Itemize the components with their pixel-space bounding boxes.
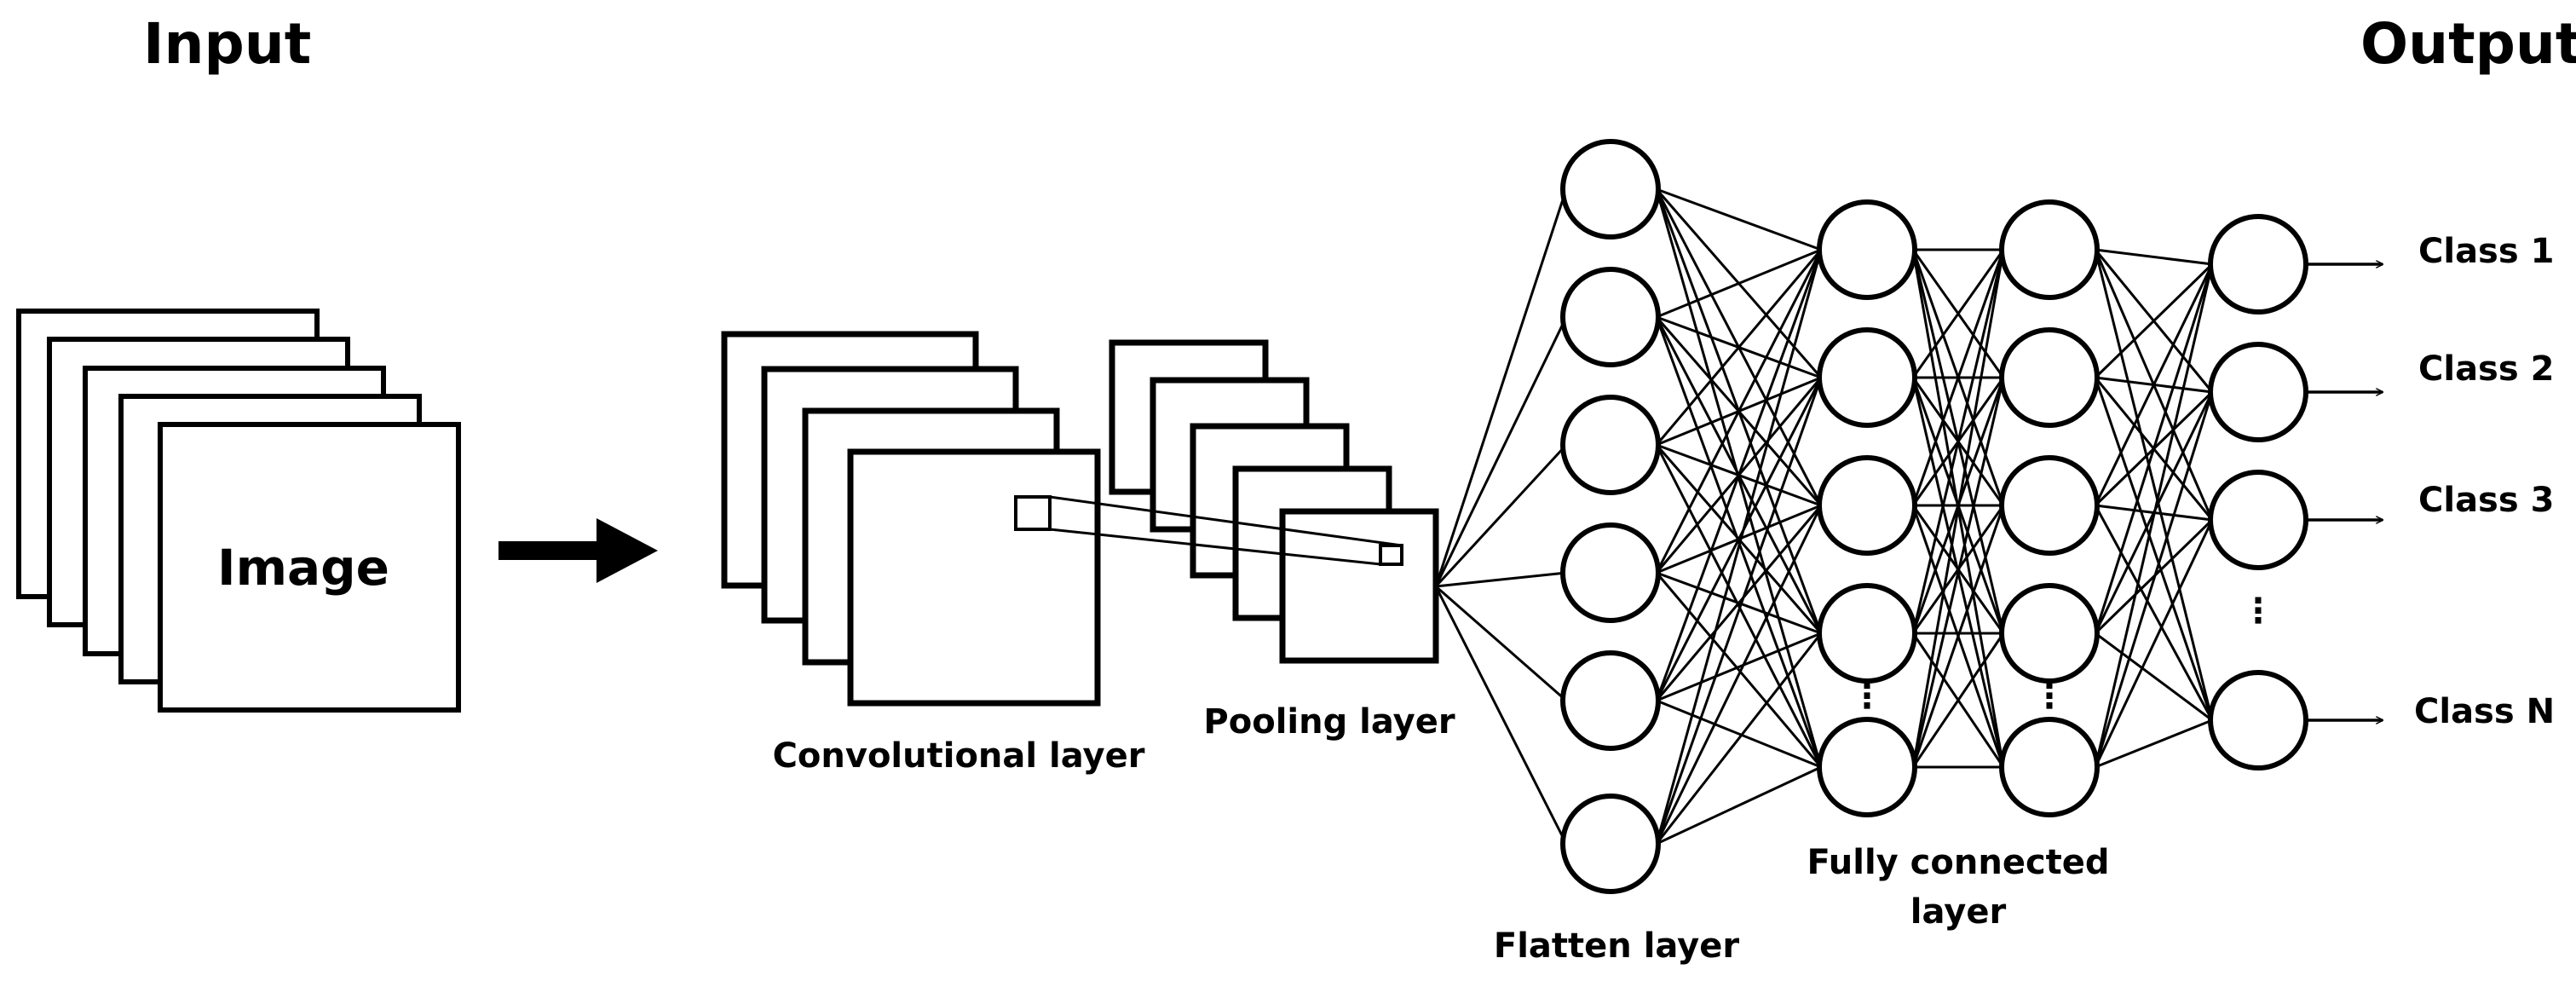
fc2-to-output-connection	[2094, 505, 2214, 721]
fc1-to-fc2-connection	[1911, 505, 2005, 768]
fc1-neuron	[1817, 199, 1917, 300]
fc1-to-fc2-connection	[1911, 632, 2005, 768]
fc2-neuron	[1999, 455, 2100, 556]
fc2-neuron	[1999, 327, 2100, 428]
class-label: Class 2	[2418, 349, 2554, 389]
fc1-ellipsis: ⋮	[1850, 677, 1884, 716]
flatten-neuron	[1560, 522, 1661, 623]
flatten-neuron	[1560, 267, 1661, 367]
convolutional-stack	[721, 331, 1101, 707]
pool-to-flatten-connection	[1435, 585, 1567, 702]
pool-to-flatten-connection	[1434, 586, 1568, 845]
fc2-to-output-connection	[2094, 249, 2214, 721]
kernel-projection-lines	[1049, 495, 1403, 566]
flatten-layer-label: Flatten layer	[1494, 926, 1739, 966]
pooling-layer-label: Pooling layer	[1203, 702, 1455, 742]
flatten-to-fc1-connection	[1656, 248, 1822, 319]
fc2-to-output-connection	[2094, 391, 2214, 768]
fc2-to-output-connection	[2095, 248, 2213, 266]
fc1-neuron	[1817, 455, 1917, 556]
fc2-neuron	[1999, 583, 2100, 684]
fc1-neuron	[1817, 327, 1917, 428]
fc2-to-output-connection	[2095, 719, 2213, 769]
input-to-conv-arrow	[498, 518, 658, 583]
flatten-to-fc1-connection	[1655, 632, 1823, 845]
convolutional-layer-label: Convolutional layer	[773, 736, 1145, 776]
flatten-to-fc1-connection	[1656, 632, 1822, 702]
conv-feature-map	[847, 448, 1101, 707]
pooling-stack	[1109, 339, 1439, 664]
fc1-to-fc2-connection	[1911, 377, 2005, 768]
output-neuron	[2208, 670, 2308, 771]
pool-to-flatten-connection	[1434, 443, 1568, 588]
pool-to-flatten-connection	[1434, 188, 1568, 587]
output-ellipsis: ⋮	[2241, 592, 2275, 631]
output-arrows	[2306, 264, 2383, 720]
fc2-to-output-connection	[2095, 632, 2213, 722]
output-heading: Output	[2360, 11, 2576, 77]
fc2-to-output-connection	[2094, 519, 2214, 768]
pool-feature-map	[1279, 508, 1439, 664]
flatten-to-fc1-connection	[1655, 505, 1823, 845]
class-label: Class 1	[2418, 232, 2554, 271]
output-neuron	[2208, 214, 2308, 315]
flatten-to-fc1-connection	[1655, 444, 1823, 768]
flatten-to-fc1-connection	[1655, 249, 1823, 845]
flatten-neuron	[1560, 395, 1661, 495]
flatten-to-fc1-connection	[1655, 377, 1823, 845]
class-label: Class 3	[2418, 481, 2554, 520]
image-label: Image	[217, 539, 389, 597]
fc2-to-output-connection	[2094, 263, 2214, 768]
fc2-to-output-connection	[2094, 263, 2214, 379]
output-neuron	[2208, 470, 2308, 570]
flatten-neuron	[1560, 139, 1661, 240]
input-image-frame	[158, 422, 461, 713]
fc2-to-output-connection	[2094, 263, 2214, 634]
flatten-to-fc1-connection	[1655, 249, 1823, 701]
network-neurons	[1560, 139, 2308, 894]
fully-connected-label: Fully connected	[1807, 843, 2109, 882]
pool-to-flatten-connection	[1434, 316, 1568, 587]
conv-kernel-window	[1014, 495, 1052, 531]
class-label: Class N	[2414, 692, 2555, 731]
flatten-to-fc1-connection	[1656, 188, 1822, 251]
fc1-to-fc2-connection	[1911, 249, 2005, 378]
pool-window	[1379, 544, 1403, 566]
fc2-to-output-connection	[2094, 377, 2214, 721]
fully-connected-label-line2: layer	[1910, 892, 2007, 932]
fc1-to-fc2-connection	[1911, 249, 2005, 506]
output-neuron	[2208, 342, 2308, 442]
fc2-neuron	[1999, 199, 2100, 300]
flatten-to-fc1-connection	[1655, 572, 1823, 768]
fc2-to-output-connection	[2094, 263, 2214, 506]
input-image-stack: Image	[16, 309, 461, 713]
fc1-neuron	[1817, 583, 1917, 684]
network-connections	[1434, 188, 2214, 846]
flatten-neuron	[1560, 794, 1661, 894]
input-heading: Input	[143, 11, 311, 77]
fc1-to-fc2-connection	[1911, 249, 2005, 634]
fc2-neuron	[1999, 717, 2100, 817]
fc1-neuron	[1817, 717, 1917, 817]
flatten-to-fc1-connection	[1656, 765, 1822, 846]
fc1-to-fc2-connection	[1911, 249, 2005, 768]
flatten-to-fc1-connection	[1655, 249, 1823, 446]
pool-to-flatten-connection	[1435, 571, 1567, 588]
flatten-to-fc1-connection	[1655, 249, 1823, 574]
flatten-to-fc1-connection	[1656, 699, 1822, 769]
flatten-neuron	[1560, 650, 1661, 751]
flatten-to-fc1-connection	[1655, 505, 1823, 701]
fc2-ellipsis: ⋮	[2032, 677, 2066, 716]
flatten-to-fc1-connection	[1655, 377, 1823, 701]
